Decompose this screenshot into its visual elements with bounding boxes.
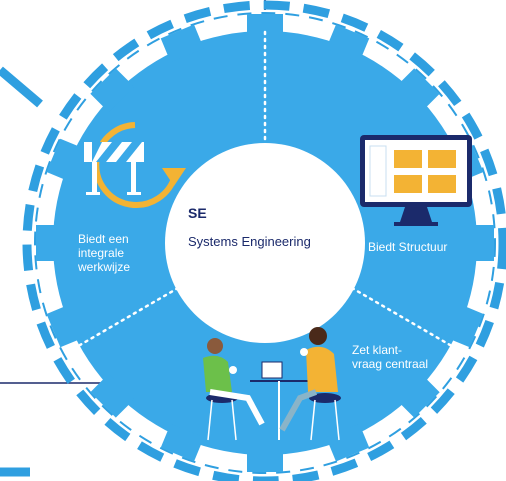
- segment-label-klantvraag: Zet klant- vraag centraal: [352, 343, 428, 371]
- barrier-cycle-icon: [84, 122, 186, 208]
- outer-dashed-ring: [22, 0, 506, 481]
- segment-label-line: Biedt Structuur: [368, 240, 448, 254]
- segment-label-structuur: Biedt Structuur: [368, 240, 447, 254]
- segment-label-line: Zet klant-: [352, 343, 403, 357]
- center-circle: [165, 143, 365, 343]
- segment-label-line: Biedt een: [78, 232, 129, 246]
- outer-thin-ring: [34, 12, 496, 474]
- divider-left: [78, 286, 180, 347]
- divider-right: [350, 286, 452, 347]
- monitor-folders-icon: [360, 135, 472, 226]
- center-name: Systems Engineering: [188, 234, 311, 249]
- people-meeting-icon: [203, 327, 341, 441]
- segment-label-line: integrale: [78, 246, 125, 260]
- left-dash: [0, 66, 43, 108]
- segment-label-line: vraag centraal: [352, 357, 429, 371]
- segment-label-line: werkwijze: [78, 260, 131, 274]
- segment-label-integrale: Biedt een integrale werkwijze: [78, 232, 130, 274]
- center-abbreviation: SE: [188, 205, 207, 221]
